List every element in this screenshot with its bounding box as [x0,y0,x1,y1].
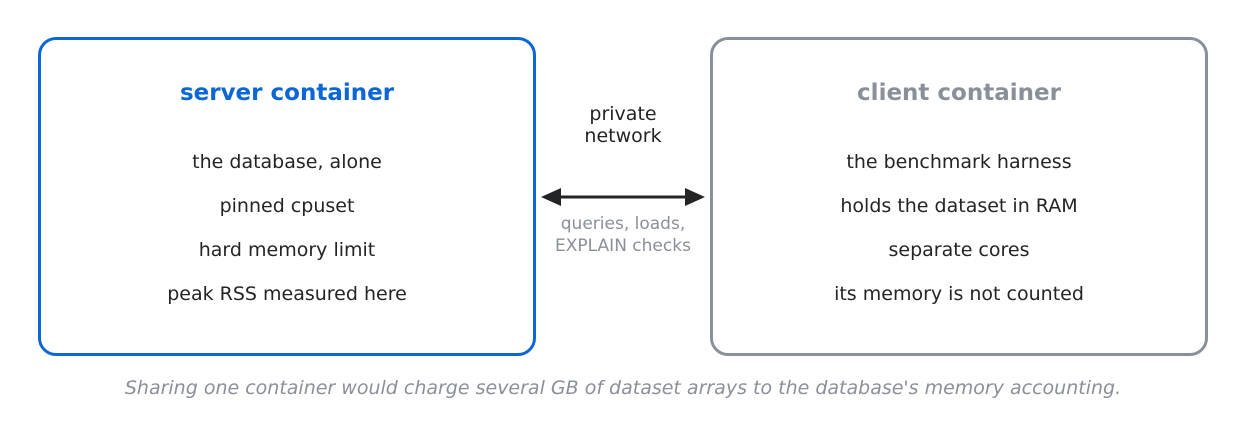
server-line: peak RSS measured here [167,283,407,305]
server-container-box: server container the database, alone pin… [38,37,536,356]
client-line: the benchmark harness [846,151,1072,173]
network-sublabel-line: EXPLAIN checks [555,236,691,256]
server-container-lines: the database, alone pinned cpuset hard m… [41,140,533,316]
client-line: its memory is not counted [834,283,1084,305]
network-sublabel-line: queries, loads, [560,214,686,234]
server-container-title: server container [179,80,395,106]
server-line: the database, alone [192,151,382,173]
client-container-box: client container the benchmark harness h… [710,37,1208,356]
network-sublabel: queries, loads, EXPLAIN checks [538,213,708,257]
diagram-caption: Sharing one container would charge sever… [124,377,1122,399]
arrow-head-left [541,188,561,206]
bidirectional-arrow-icon [541,188,705,206]
network-label-line: private [589,103,657,125]
network-label: private network [548,103,698,147]
client-line: holds the dataset in RAM [840,195,1078,217]
client-container-title: client container [857,80,1061,106]
server-line: hard memory limit [198,239,376,261]
network-label-line: network [584,125,662,147]
arrow-head-right [685,188,705,206]
client-line: separate cores [888,239,1030,261]
client-container-lines: the benchmark harness holds the dataset … [713,140,1205,316]
server-line: pinned cpuset [219,195,355,217]
